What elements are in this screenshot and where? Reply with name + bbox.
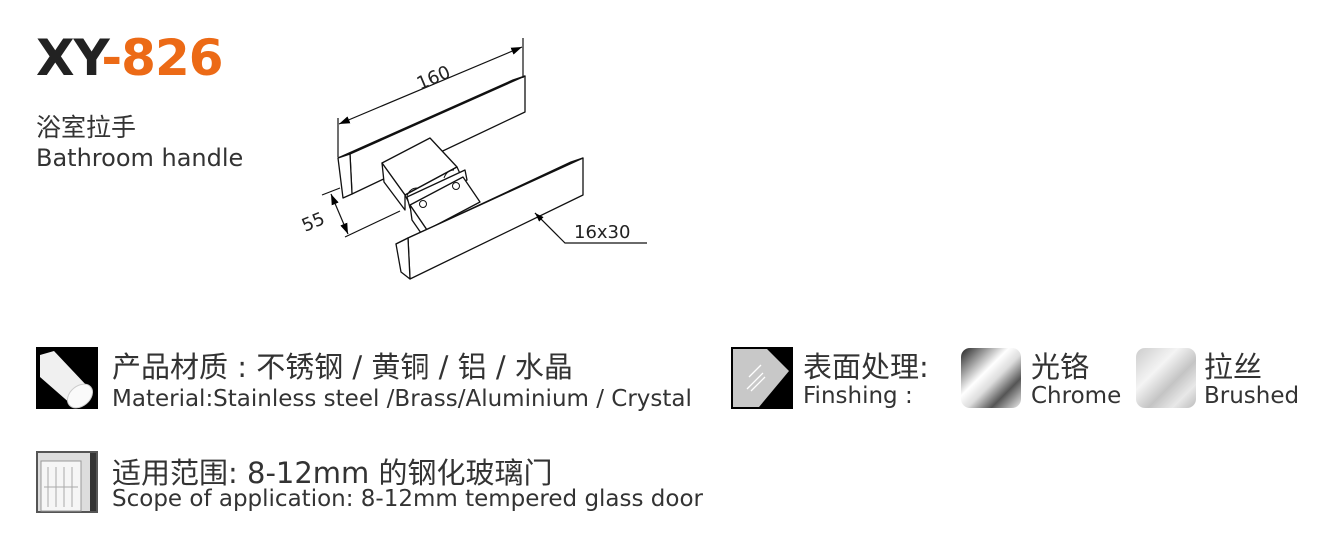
finishing-icon: [731, 347, 793, 409]
model-number: XY-826: [36, 28, 224, 88]
chrome-label-en: Chrome: [1031, 383, 1122, 409]
dimension-section-label: 16x30: [574, 222, 630, 243]
material-label-cn: 产品材质 : 不锈钢 / 黄铜 / 铝 / 水晶: [112, 350, 573, 384]
finishing-label-en: Finshing :: [803, 383, 913, 409]
chrome-label-cn: 光铬: [1031, 350, 1090, 384]
brushed-label-en: Brushed: [1204, 383, 1300, 409]
material-icon: [36, 347, 98, 409]
dimension-160: [321, 38, 647, 244]
material-label-en: Material:Stainless steel /Brass/Aluminiu…: [112, 386, 692, 412]
scope-label-cn: 适用范围: 8-12mm 的钢化玻璃门: [112, 456, 553, 490]
dimension-depth-label: 55: [299, 208, 328, 236]
brushed-swatch: [1136, 348, 1196, 408]
door-icon: [36, 451, 98, 513]
model-prefix: XY: [36, 29, 102, 87]
product-name-en: Bathroom handle: [36, 144, 244, 172]
lower-bar-end: [395, 237, 411, 280]
brushed-label-cn: 拉丝: [1204, 350, 1263, 384]
dimension-length-label: 160: [414, 62, 454, 95]
product-name-cn: 浴室拉手: [36, 113, 137, 142]
scope-label-en: Scope of application: 8-12mm tempered gl…: [112, 486, 704, 512]
model-suffix: -826: [101, 29, 223, 87]
chrome-swatch: [961, 348, 1021, 408]
upper-bar-end: [337, 153, 353, 199]
finishing-label-cn: 表面处理:: [803, 350, 929, 384]
